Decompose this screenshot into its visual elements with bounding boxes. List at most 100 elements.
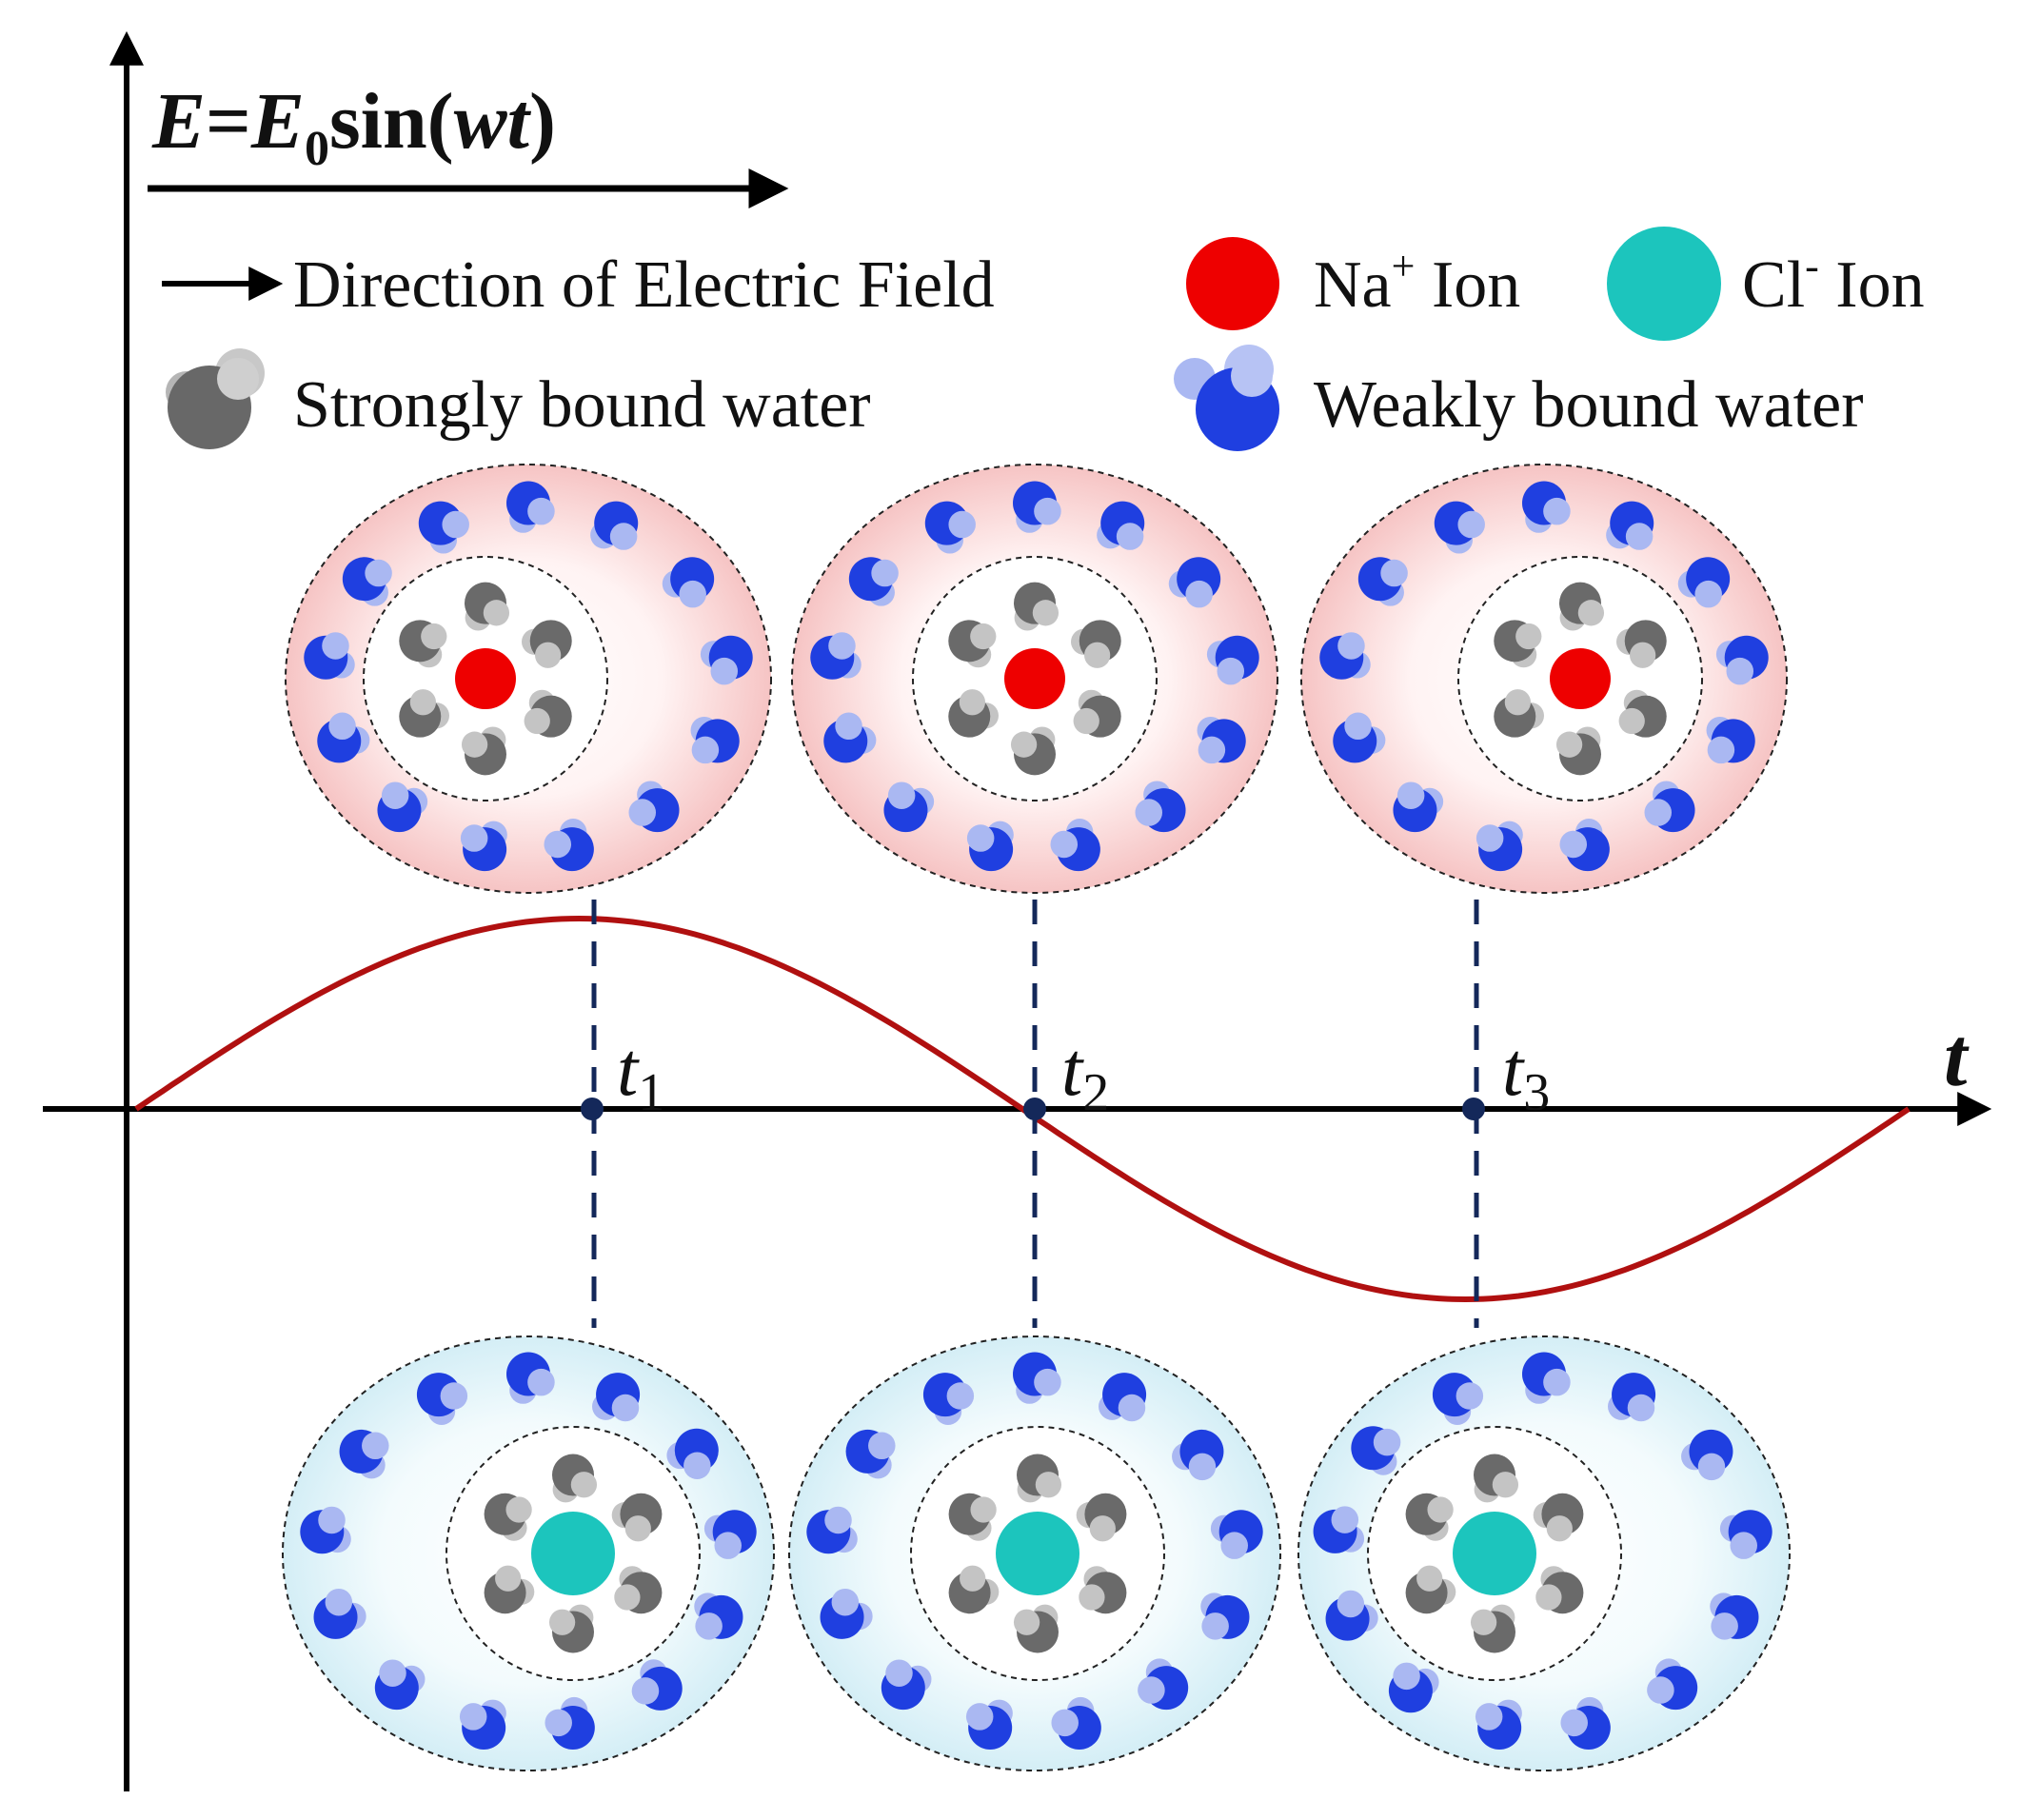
water-molecule xyxy=(1719,1510,1772,1559)
water-molecule xyxy=(1475,1699,1522,1751)
legend-strong-water-icon xyxy=(166,348,265,449)
legend-cl-ion: Cl- Ion xyxy=(1742,243,1925,322)
water-molecule xyxy=(662,557,715,608)
water-molecule xyxy=(545,1696,595,1751)
water-molecule xyxy=(461,726,506,776)
water-molecule xyxy=(548,1604,594,1653)
water-molecule xyxy=(1210,1510,1263,1559)
water-molecule xyxy=(399,689,450,738)
water-molecule xyxy=(1615,620,1667,668)
water-molecule xyxy=(700,635,753,685)
water-molecule xyxy=(1405,1565,1456,1614)
anion-cluster-t3 xyxy=(1297,1335,1791,1771)
marker-dot-t3 xyxy=(1462,1098,1485,1120)
water-molecule xyxy=(611,1493,663,1542)
water-molecule xyxy=(883,781,935,833)
water-molecule xyxy=(1681,1429,1733,1481)
time-markers: t1 t2 t3 xyxy=(581,900,1550,1328)
water-molecule xyxy=(1070,620,1121,668)
sine-wave xyxy=(134,915,1911,1303)
water-molecule xyxy=(694,1592,743,1640)
water-molecule xyxy=(374,1659,426,1711)
water-molecule xyxy=(342,557,392,606)
water-molecule xyxy=(1560,1696,1611,1751)
cation-cluster-t1 xyxy=(285,464,772,894)
water-molecule xyxy=(521,620,572,668)
water-molecule xyxy=(845,1429,896,1479)
marker-dot-t1 xyxy=(581,1098,604,1120)
hydration-clusters xyxy=(282,464,1791,1771)
water-molecule xyxy=(1677,557,1731,608)
water-molecule xyxy=(1013,1604,1059,1653)
field-equation: E=E0sin(wt) xyxy=(151,77,556,176)
water-molecule xyxy=(1618,689,1667,738)
water-molecule xyxy=(924,501,976,554)
anion-cluster-t2 xyxy=(788,1335,1281,1771)
water-molecule xyxy=(1050,819,1100,872)
water-molecule xyxy=(1522,1352,1571,1404)
water-molecule xyxy=(1715,635,1769,685)
water-molecule xyxy=(1608,1373,1656,1422)
water-molecule xyxy=(1470,1604,1515,1653)
water-molecule xyxy=(1010,726,1056,776)
na-ion xyxy=(1004,648,1065,709)
anion-cluster-t1 xyxy=(282,1335,775,1771)
water-molecule xyxy=(820,1588,873,1639)
water-molecule xyxy=(592,1373,641,1422)
water-molecule xyxy=(628,781,680,833)
water-molecule xyxy=(1606,501,1654,550)
water-molecule xyxy=(377,781,428,833)
water-molecule xyxy=(552,1454,598,1503)
legend-cl-ion-icon xyxy=(1607,227,1721,341)
water-molecule xyxy=(948,620,997,668)
water-molecule xyxy=(1357,557,1408,606)
water-molecule xyxy=(810,632,861,680)
water-molecule xyxy=(1325,1590,1378,1641)
water-molecule xyxy=(1172,1429,1224,1481)
water-molecule xyxy=(703,1510,757,1559)
water-molecule xyxy=(1494,689,1545,738)
water-molecule xyxy=(506,481,555,533)
water-molecule xyxy=(1559,819,1610,872)
water-molecule xyxy=(1434,501,1485,554)
water-molecule xyxy=(631,1659,683,1711)
water-molecule xyxy=(948,1493,997,1541)
cl-ion xyxy=(996,1512,1079,1595)
water-molecule xyxy=(1388,1662,1439,1713)
water-molecule xyxy=(1522,481,1571,533)
water-molecule xyxy=(1405,1493,1454,1541)
water-molecule xyxy=(1313,1506,1365,1553)
water-molecule xyxy=(524,689,572,738)
water-molecule xyxy=(339,1429,389,1479)
water-molecule xyxy=(1432,1373,1484,1425)
water-molecule xyxy=(1051,1696,1101,1751)
water-molecule xyxy=(1319,632,1371,680)
water-molecule xyxy=(1559,582,1605,631)
time-axis-label: t xyxy=(1944,1012,1970,1104)
water-molecule xyxy=(484,1565,535,1614)
water-molecule xyxy=(1533,1493,1584,1542)
water-molecule xyxy=(304,632,355,680)
water-molecule xyxy=(1014,582,1060,631)
legend-strong-water: Strongly bound water xyxy=(293,368,871,442)
marker-dot-t2 xyxy=(1023,1098,1046,1120)
water-molecule xyxy=(1168,557,1221,608)
water-molecule xyxy=(806,1506,858,1554)
water-molecule xyxy=(948,1565,1000,1614)
time-label-t2: t2 xyxy=(1061,1028,1109,1122)
water-molecule xyxy=(1073,689,1121,738)
time-label-t3: t3 xyxy=(1502,1028,1550,1122)
water-molecule xyxy=(1206,635,1259,685)
water-molecule xyxy=(1333,712,1386,763)
water-molecule xyxy=(948,689,1000,738)
water-molecule xyxy=(1710,1592,1759,1640)
water-molecule xyxy=(1555,726,1601,776)
water-molecule xyxy=(1079,1566,1127,1614)
na-ion xyxy=(1550,648,1611,709)
water-molecule xyxy=(1013,481,1061,533)
cation-cluster-t3 xyxy=(1300,464,1788,894)
water-molecule xyxy=(460,821,507,872)
water-molecule xyxy=(1099,1373,1147,1422)
water-molecule xyxy=(1200,1592,1250,1640)
cl-ion xyxy=(1453,1512,1536,1595)
